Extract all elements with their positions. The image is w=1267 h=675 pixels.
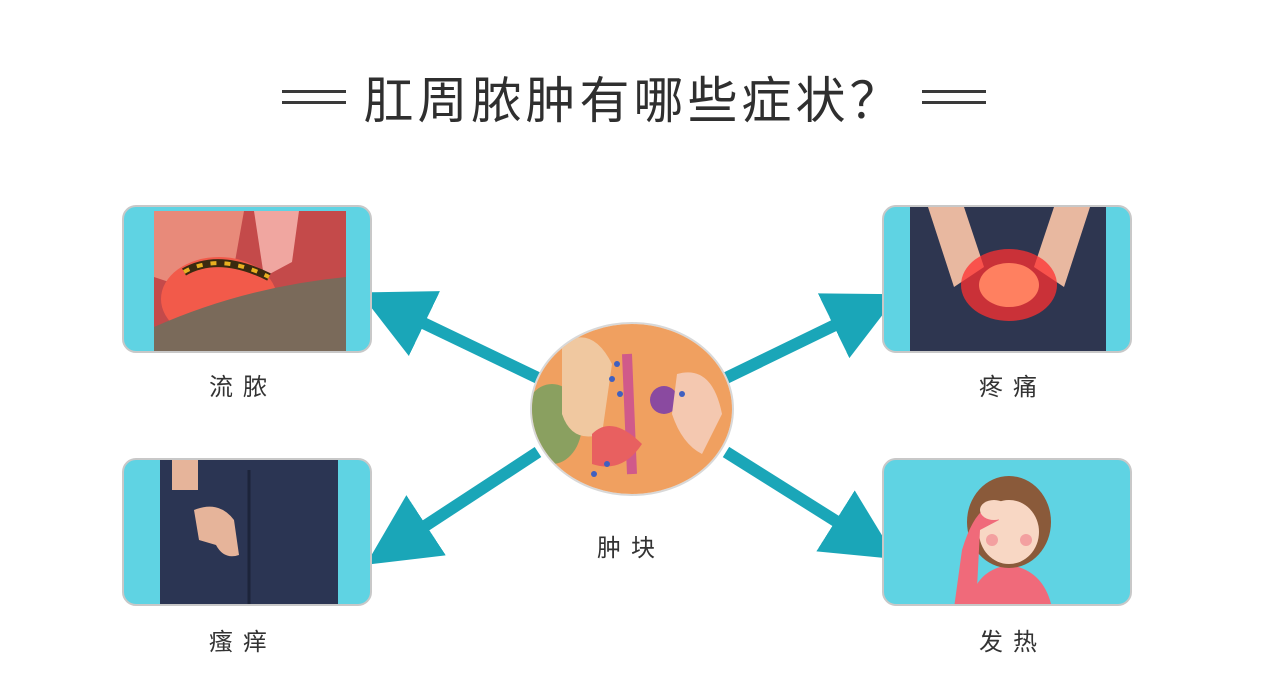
pain-illustration xyxy=(910,207,1106,351)
arrow-to-pain xyxy=(723,293,899,384)
label-itch: 瘙痒 xyxy=(209,628,277,656)
page-title: 肛周脓肿有哪些症状？ xyxy=(363,72,904,130)
fever-illustration xyxy=(954,476,1051,604)
label-pus: 流脓 xyxy=(209,373,277,401)
card-pus xyxy=(122,205,372,353)
page-title-row: 肛周脓肿有哪些症状？ xyxy=(0,62,1267,132)
card-itch xyxy=(122,458,372,606)
label-pain: 疼痛 xyxy=(979,373,1047,401)
pus-illustration xyxy=(154,211,346,351)
label-lump: 肿块 xyxy=(597,534,665,562)
arrow-to-pus xyxy=(359,291,541,384)
arrow-to-itch xyxy=(365,446,542,565)
arrow-to-fever xyxy=(722,446,897,560)
title-right-rule xyxy=(921,90,986,104)
card-fever xyxy=(882,458,1132,606)
label-fever: 发热 xyxy=(979,628,1047,656)
itch-illustration xyxy=(160,460,338,604)
card-pain xyxy=(882,205,1132,353)
lump-illustration xyxy=(532,324,732,494)
center-lump-illustration xyxy=(530,322,734,496)
title-left-rule xyxy=(281,90,346,104)
